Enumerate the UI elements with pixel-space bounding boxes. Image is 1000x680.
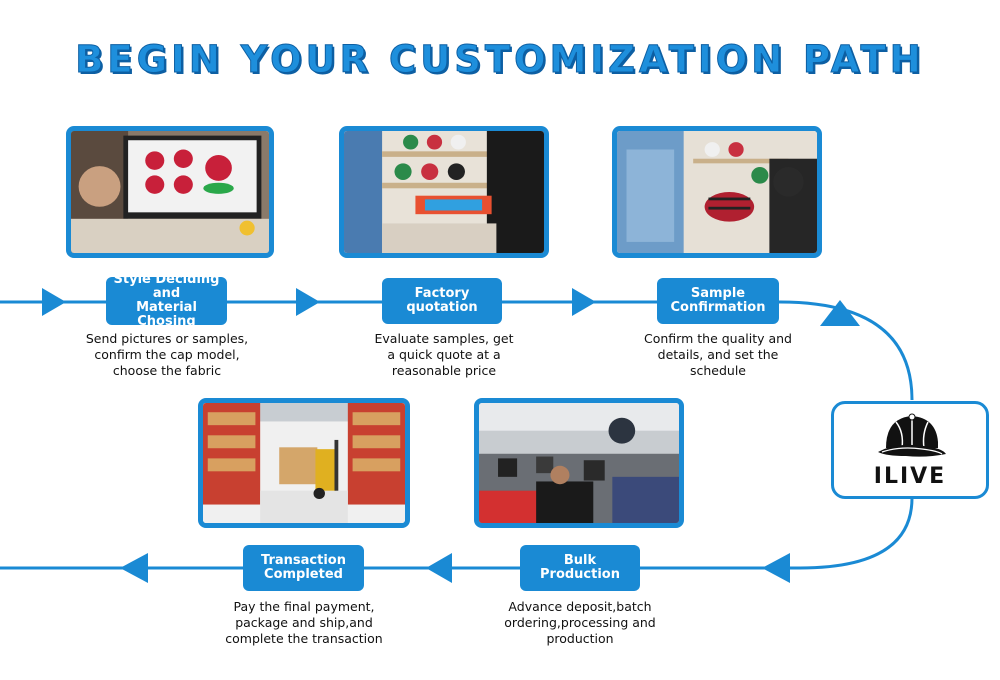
brand-name: ILIVE: [873, 464, 947, 489]
step-label-factory-quotation: Factory quotation: [382, 278, 502, 324]
designer-at-computer-photo: [66, 126, 274, 258]
warehouse-forklift-photo: [198, 398, 410, 528]
page-title: BEGIN YOUR CUSTOMIZATION PATH: [75, 38, 925, 82]
step-label-style-deciding: Style Deciding and Material Chosing: [106, 273, 227, 329]
step-description-bulk-production: Advance deposit,batch ordering,processin…: [504, 599, 656, 646]
flow-line-return: [0, 497, 914, 570]
step-description-transaction-completed: Pay the final payment, package and ship,…: [225, 599, 383, 646]
cap-inspection-photo: [612, 126, 822, 258]
step-label-bulk-production: Bulk Production: [520, 545, 640, 591]
arrow-left-2: [426, 553, 452, 583]
step-description-style-deciding: Send pictures or samples, confirm the ca…: [85, 331, 249, 378]
flow-line: [0, 300, 914, 401]
baseball-cap-icon: [878, 413, 946, 457]
arrow-left-3: [120, 553, 148, 583]
arrow-left-1: [762, 553, 790, 583]
arrow-right-3: [572, 288, 596, 316]
brand-logo-box: ILIVE: [831, 401, 989, 499]
step-description-factory-quotation: Evaluate samples, get a quick quote at a…: [374, 331, 514, 378]
step-label-transaction-completed: Transaction Completed: [243, 545, 364, 591]
arrow-right-1: [42, 288, 66, 316]
arrow-down: [820, 300, 860, 326]
arrow-right-2: [296, 288, 320, 316]
step-description-sample-confirmation: Confirm the quality and details, and set…: [644, 331, 792, 378]
fabric-samples-photo: [339, 126, 549, 258]
sewing-workshop-photo: [474, 398, 684, 528]
step-label-sample-confirmation: Sample Confirmation: [657, 278, 779, 324]
